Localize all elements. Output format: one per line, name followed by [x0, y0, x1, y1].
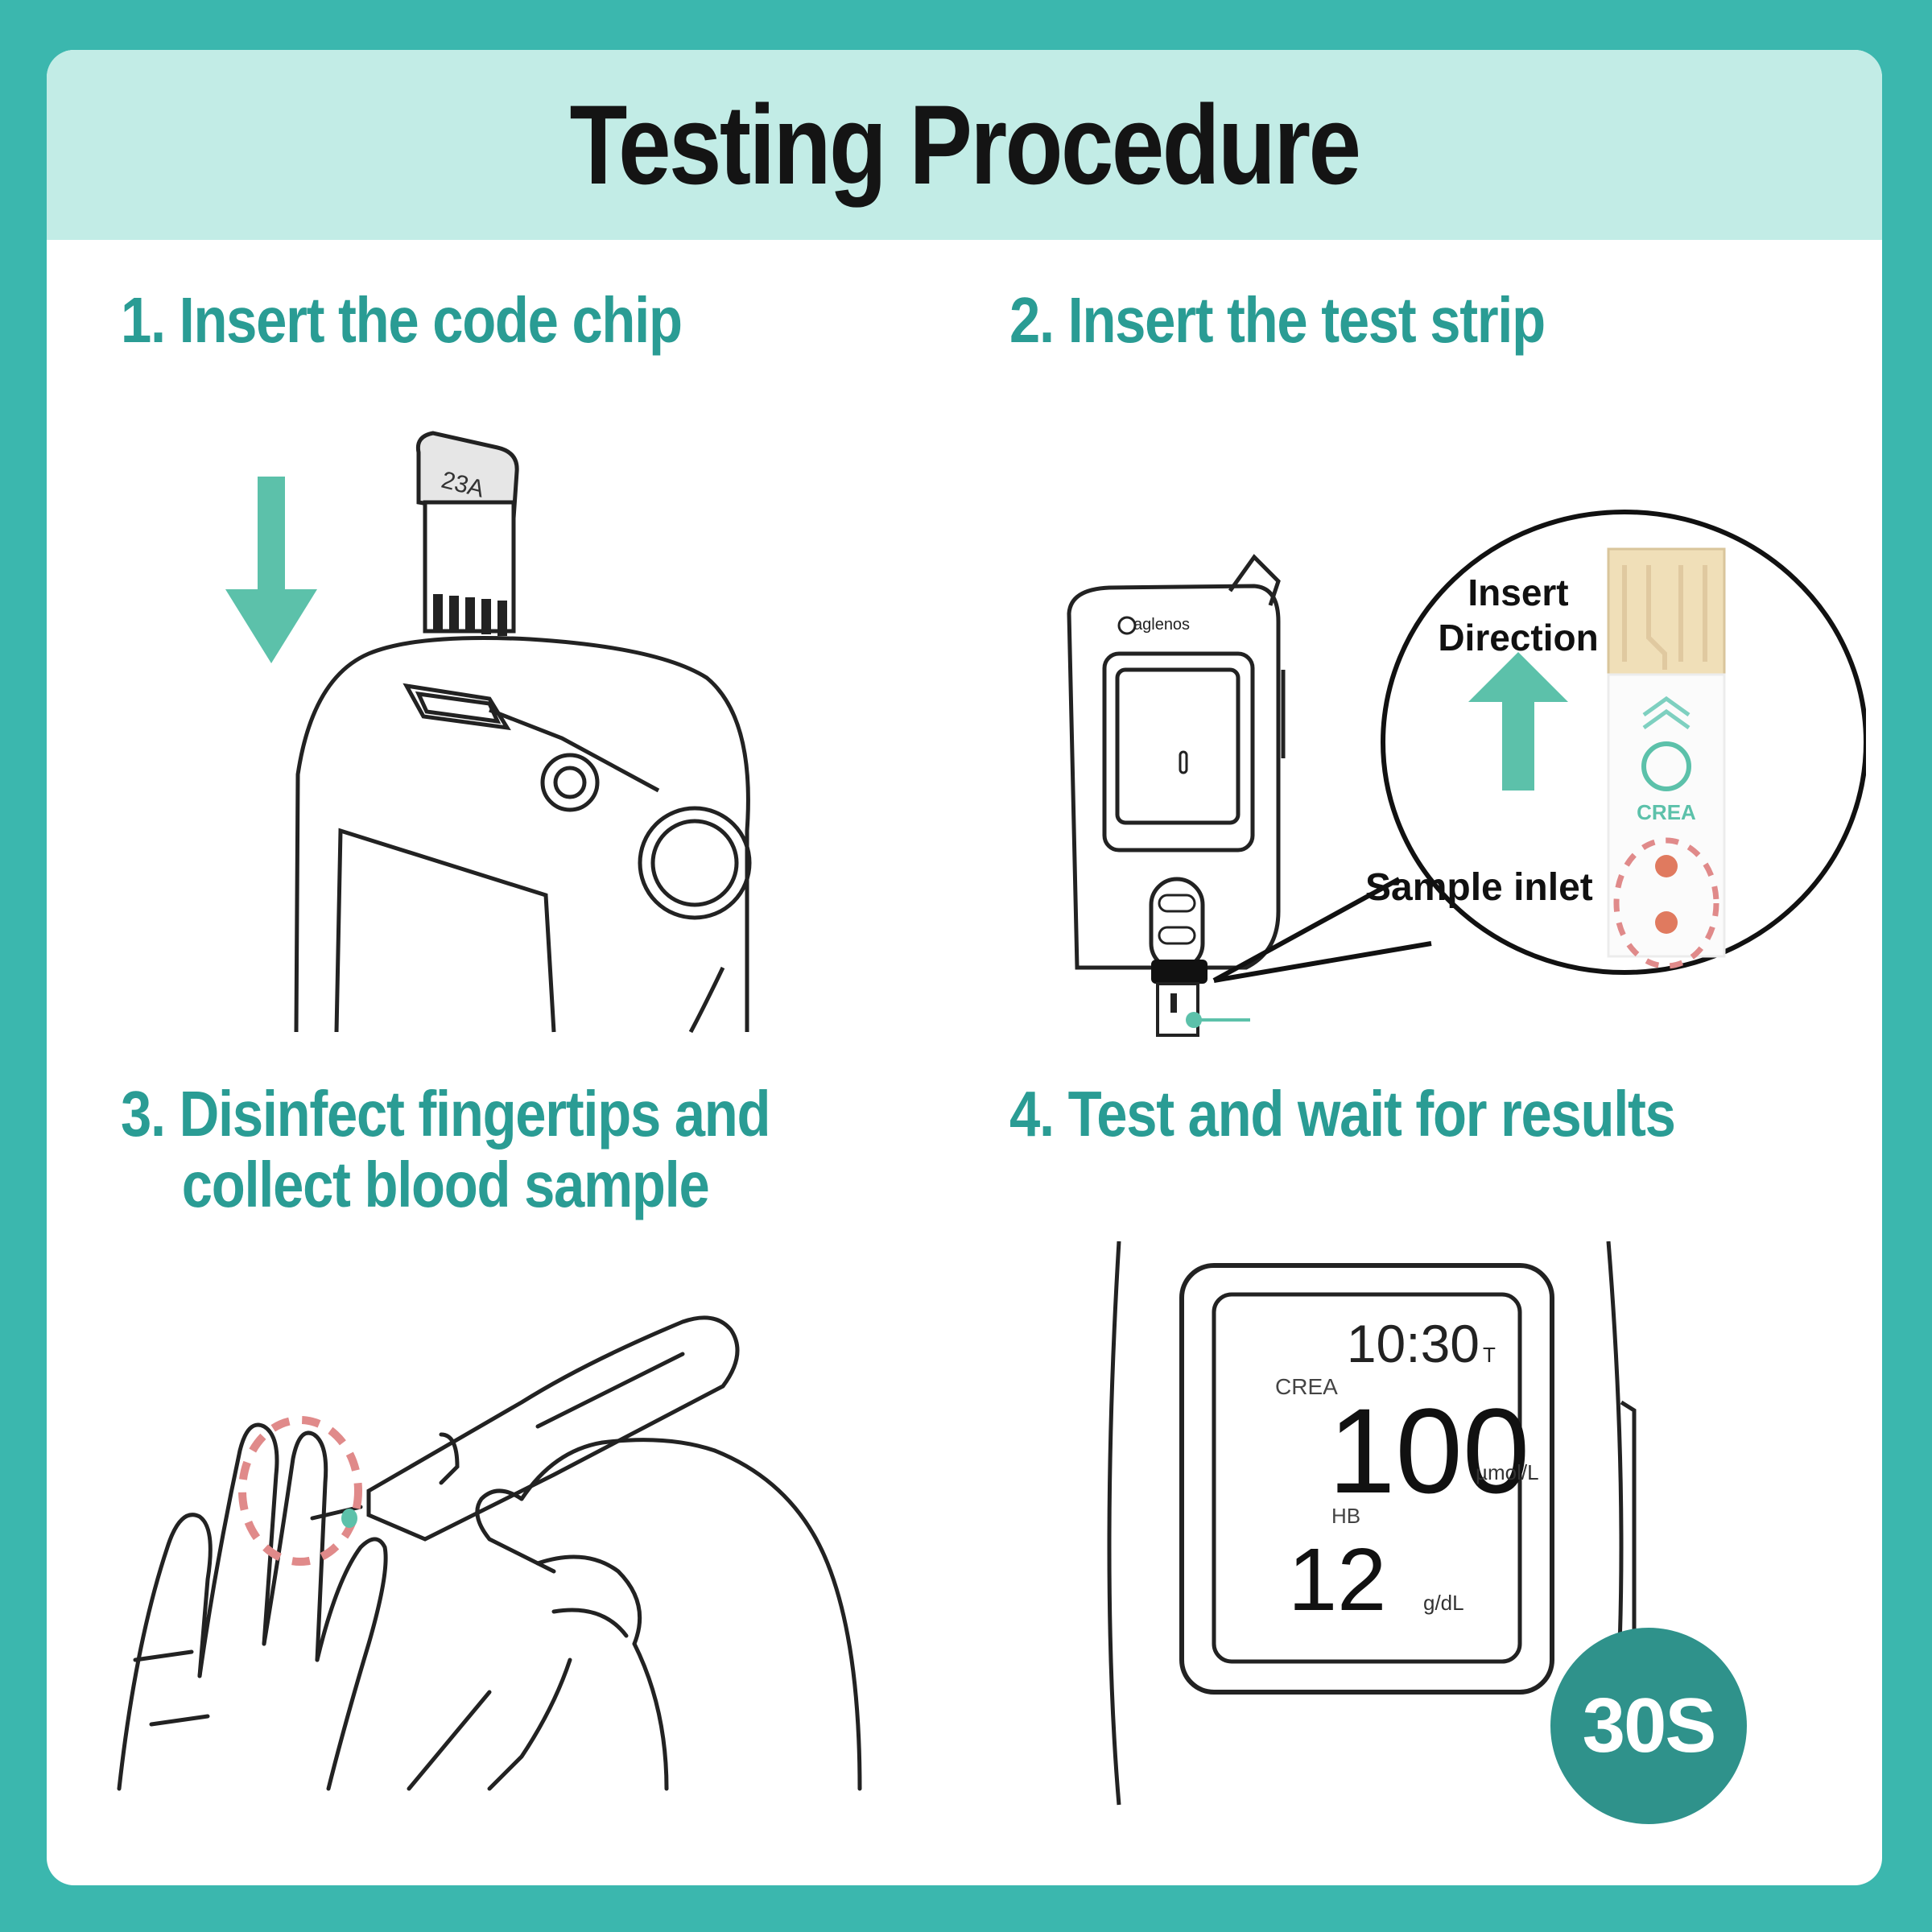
timer-badge-label: 30S: [1582, 1682, 1717, 1769]
strip-brand-label: CREA: [1637, 800, 1696, 824]
fingertip-dashed-ring: [238, 1416, 362, 1566]
hands-outline: [117, 1315, 862, 1791]
step-3-line-1: 3. Disinfect fingertips and: [121, 1078, 770, 1150]
meter-top-outline: [294, 635, 752, 1034]
lcd-time-suffix: T: [1483, 1343, 1496, 1367]
down-arrow-icon: [225, 477, 317, 663]
meter-device: aglenos: [1067, 554, 1286, 972]
sample-inlet-label: Sample inlet: [1365, 866, 1593, 909]
procedure-card: Testing Procedure 1. Insert the code chi…: [47, 50, 1882, 1885]
lcd-crea-value: 100: [1328, 1383, 1530, 1518]
insert-direction-line-2: Direction: [1438, 617, 1598, 658]
lcd-crea-unit: µmol/L: [1476, 1460, 1539, 1484]
lcd-display: 10:30 T CREA 100 µmol/L HB 12 g/dL: [1275, 1314, 1539, 1629]
lcd-hb-unit: g/dL: [1423, 1591, 1464, 1615]
meter-brand-label: aglenos: [1133, 616, 1190, 634]
code-chip-illustration: 23A: [225, 431, 752, 1034]
blood-drop-icon: [341, 1509, 357, 1528]
lcd-hb-value: 12: [1288, 1530, 1386, 1629]
test-strip-illustration: aglenos CREA: [1067, 510, 1866, 1037]
lcd-hb-label: HB: [1331, 1504, 1360, 1528]
step-2-heading: 2. Insert the test strip: [1009, 284, 1546, 356]
step-3-line-2: collect blood sample: [181, 1149, 710, 1220]
strip-closeup: CREA: [1607, 547, 1726, 969]
meter-body-outline: [1107, 1241, 1637, 1806]
step-4-heading: 4. Test and wait for results: [1009, 1078, 1676, 1150]
sample-inlet-dashed-ring: [1613, 837, 1719, 969]
sample-dot-upper: [1655, 855, 1678, 877]
page-title: Testing Procedure: [569, 81, 1361, 208]
lcd-crea-label: CREA: [1275, 1374, 1338, 1399]
title-banner: Testing Procedure: [47, 50, 1882, 240]
step-3-heading: 3. Disinfect fingertips and collect bloo…: [121, 1079, 770, 1220]
code-chip: 23A: [415, 431, 519, 636]
timer-badge: 30S: [1550, 1628, 1747, 1824]
meter-result-illustration: 10:30 T CREA 100 µmol/L HB 12 g/dL: [1107, 1241, 1637, 1806]
insert-arrow-icon: [1468, 652, 1568, 791]
step-1-heading: 1. Insert the code chip: [121, 284, 683, 356]
lcd-time: 10:30: [1347, 1314, 1480, 1373]
strip-in-meter: [1151, 960, 1250, 1037]
sample-dot-lower: [1655, 911, 1678, 934]
finger-prick-illustration: [117, 1315, 862, 1791]
insert-direction-line-1: Insert: [1468, 572, 1568, 613]
